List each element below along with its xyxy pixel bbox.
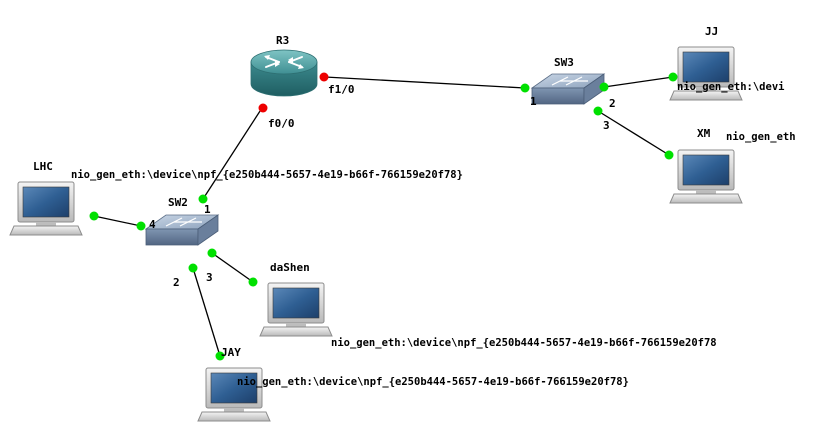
node-label-xm[interactable]: XM bbox=[697, 127, 711, 140]
status-dot-up bbox=[599, 82, 609, 92]
status-dot-up bbox=[89, 211, 99, 221]
node-label-jay[interactable]: JAY bbox=[221, 346, 241, 359]
link-r3-sw3 bbox=[324, 76, 526, 89]
port-status-dots bbox=[89, 72, 678, 361]
link-sw3-xm bbox=[597, 110, 670, 156]
switch-icon[interactable] bbox=[530, 73, 606, 105]
link-sw2-dashen bbox=[211, 252, 254, 283]
switch-icon[interactable] bbox=[144, 214, 220, 246]
interface-label-xm: nio_gen_eth bbox=[726, 131, 796, 143]
node-label-lhc[interactable]: LHC bbox=[33, 160, 53, 173]
port-label-sw3-2: 2 bbox=[609, 97, 616, 110]
port-label-r3-f10: f1/0 bbox=[328, 83, 355, 96]
port-label-sw2-1: 1 bbox=[204, 203, 211, 216]
status-dot-up bbox=[248, 277, 258, 287]
link-sw3-jj bbox=[603, 76, 674, 88]
status-dot-up bbox=[198, 194, 208, 204]
link-r3-sw2 bbox=[202, 107, 263, 200]
status-dot-up bbox=[136, 221, 146, 231]
interface-label-jay: nio_gen_eth:\device\npf_{e250b444-5657-4… bbox=[237, 376, 629, 388]
port-label-sw2-4: 4 bbox=[149, 218, 156, 231]
status-dot-up bbox=[215, 351, 225, 361]
status-dot-down bbox=[258, 103, 268, 113]
pc-icon[interactable] bbox=[259, 282, 333, 337]
status-dot-up bbox=[188, 263, 198, 273]
port-label-sw2-2: 2 bbox=[173, 276, 180, 289]
links bbox=[93, 76, 674, 357]
node-label-jj[interactable]: JJ bbox=[705, 25, 719, 38]
node-label-dashen[interactable]: daShen bbox=[270, 261, 310, 274]
node-label-sw2[interactable]: SW2 bbox=[168, 196, 188, 209]
status-dot-up bbox=[668, 72, 678, 82]
interface-label-lhc: nio_gen_eth:\device\npf_{e250b444-5657-4… bbox=[71, 169, 463, 181]
status-dot-up bbox=[664, 150, 674, 160]
status-dot-up bbox=[520, 83, 530, 93]
port-label-sw3-3: 3 bbox=[603, 119, 610, 132]
node-label-sw3[interactable]: SW3 bbox=[554, 56, 574, 69]
link-lhc-sw2 bbox=[93, 215, 142, 227]
pc-icon[interactable] bbox=[669, 149, 743, 204]
interface-label-dashen: nio_gen_eth:\device\npf_{e250b444-5657-4… bbox=[331, 337, 717, 349]
status-dot-up bbox=[593, 106, 603, 116]
status-dot-down bbox=[319, 72, 329, 82]
link-sw2-jay bbox=[192, 267, 221, 357]
router-icon[interactable] bbox=[250, 49, 318, 97]
port-label-r3-f00: f0/0 bbox=[268, 117, 295, 130]
pc-icon[interactable] bbox=[9, 181, 83, 236]
port-label-sw3-1: 1 bbox=[530, 95, 537, 108]
interface-label-jj: nio_gen_eth:\devi bbox=[677, 81, 785, 93]
node-label-r3[interactable]: R3 bbox=[276, 34, 290, 47]
port-label-sw2-3: 3 bbox=[206, 271, 213, 284]
status-dot-up bbox=[207, 248, 217, 258]
